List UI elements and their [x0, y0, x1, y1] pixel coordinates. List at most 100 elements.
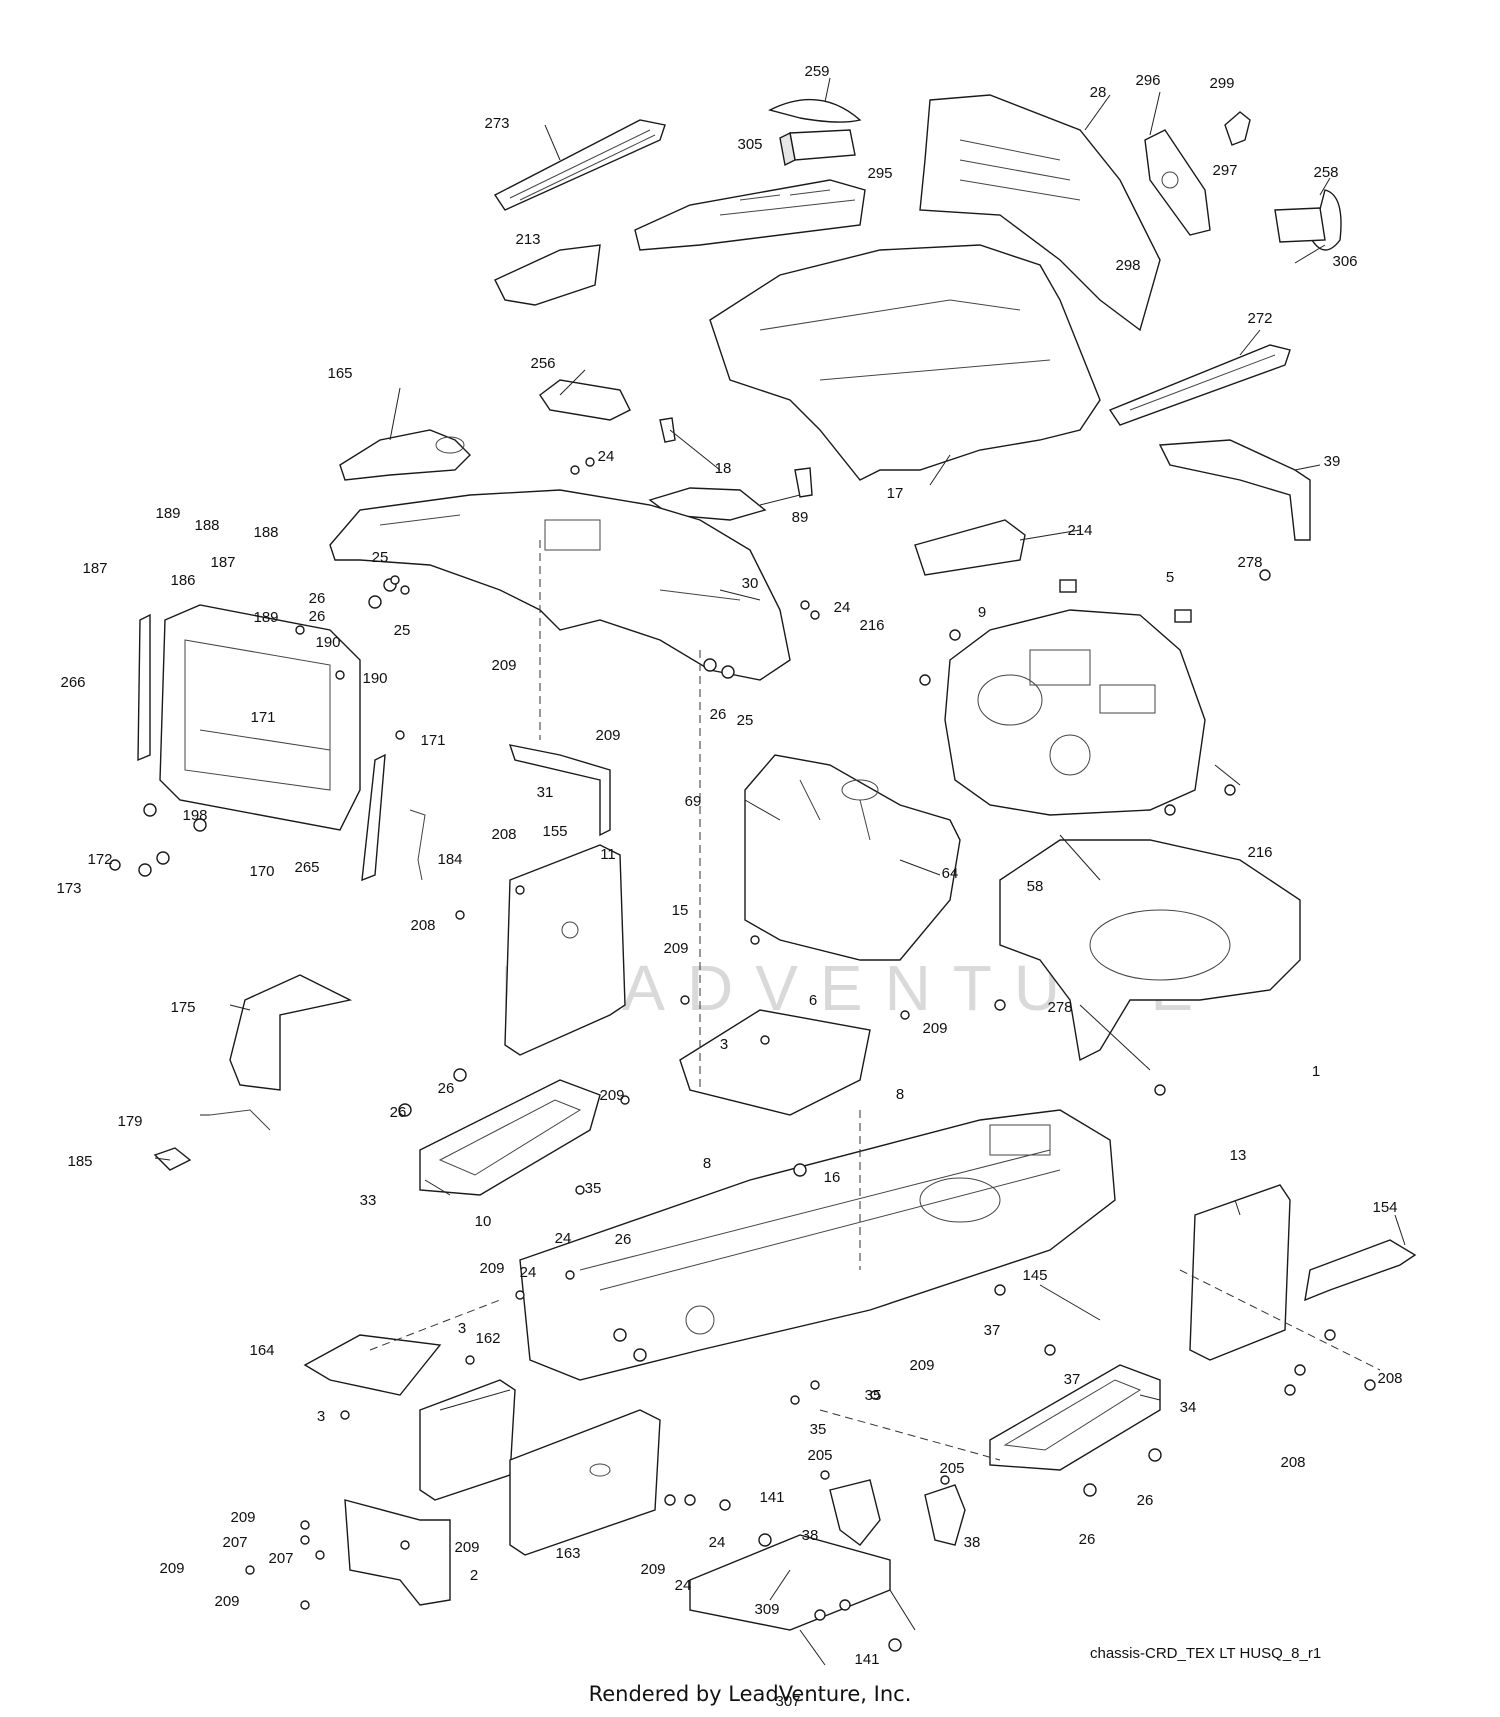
part-callout-69: 69	[685, 793, 702, 810]
part-11-side-panel	[504, 844, 626, 1056]
part-callout-145: 145	[1022, 1267, 1047, 1284]
part-callout-297: 297	[1212, 162, 1237, 179]
part-callout-278a: 278	[1237, 554, 1262, 571]
part-callout-216b: 216	[1247, 844, 1272, 861]
part-callout-187b: 187	[210, 554, 235, 571]
part-callout-278b: 278	[1047, 999, 1072, 1016]
part-175-chute	[229, 974, 353, 1091]
part-256-cover	[539, 379, 631, 421]
part-callout-209j: 209	[640, 1561, 665, 1578]
part-callout-216a: 216	[859, 617, 884, 634]
part-callout-15: 15	[672, 902, 689, 919]
part-callout-207b: 207	[268, 1550, 293, 1567]
part-185-pedal	[153, 1147, 192, 1171]
part-265-strip	[361, 753, 386, 882]
part-33-footrest	[419, 1079, 601, 1196]
part-callout-64: 64	[942, 865, 959, 882]
part-272-step-plate	[1108, 344, 1291, 426]
part-callout-33: 33	[360, 1192, 377, 1209]
part-30-fender	[329, 489, 791, 681]
part-callout-162: 162	[475, 1330, 500, 1347]
part-305-block	[779, 129, 856, 167]
part-callout-172: 172	[87, 851, 112, 868]
part-callout-173: 173	[56, 880, 81, 897]
part-callout-208a: 208	[491, 826, 516, 843]
part-callout-24e: 24	[709, 1534, 726, 1551]
part-callout-9: 9	[978, 604, 986, 621]
part-callout-26g: 26	[1137, 1492, 1154, 1509]
part-callout-154: 154	[1372, 1199, 1397, 1216]
part-callout-295: 295	[867, 165, 892, 182]
part-callout-3a: 3	[720, 1036, 728, 1053]
part-callout-299: 299	[1209, 75, 1234, 92]
part-callout-307: 307	[775, 1693, 800, 1710]
part-callout-179: 179	[117, 1113, 142, 1130]
part-callout-25a: 25	[372, 549, 389, 566]
assembly-line	[819, 1409, 1001, 1461]
part-214-panel	[914, 519, 1026, 576]
part-callout-16: 16	[824, 1169, 841, 1186]
part-callout-38a: 38	[802, 1527, 819, 1544]
part-callout-6: 6	[809, 992, 817, 1009]
part-273-step-plate	[493, 119, 666, 211]
part-170-seat-pan	[159, 604, 361, 831]
part-callout-209c: 209	[663, 940, 688, 957]
part-64-shield	[744, 754, 961, 961]
part-callout-26c: 26	[710, 706, 727, 723]
part-callout-164: 164	[249, 1342, 274, 1359]
part-callout-35a: 35	[585, 1180, 602, 1197]
part-296-headlight-left	[1144, 129, 1211, 236]
part-callout-170: 170	[249, 863, 274, 880]
part-callout-26d: 26	[438, 1080, 455, 1097]
part-callout-209l: 209	[214, 1593, 239, 1610]
assembly-line	[369, 1299, 501, 1351]
part-callout-17: 17	[887, 485, 904, 502]
part-callout-8b: 8	[703, 1155, 711, 1172]
part-callout-209a: 209	[491, 657, 516, 674]
diagram-id-label: chassis-CRD_TEX LT HUSQ_8_r1	[1090, 1645, 1322, 1662]
part-callout-89: 89	[792, 509, 809, 526]
part-callout-207a: 207	[222, 1534, 247, 1551]
part-callout-35c: 35	[865, 1387, 882, 1404]
part-callout-184: 184	[437, 851, 462, 868]
part-162-panel	[419, 1379, 516, 1501]
part-callout-214: 214	[1067, 522, 1092, 539]
leader-lines	[154, 77, 1406, 1666]
part-callout-186: 186	[170, 572, 195, 589]
part-callout-190a: 190	[315, 634, 340, 651]
part-callout-209i: 209	[454, 1539, 479, 1556]
part-28-grille	[919, 94, 1161, 332]
part-184-spring	[409, 809, 426, 881]
part-259-lens	[768, 98, 862, 123]
part-callout-305: 305	[737, 136, 762, 153]
part-callout-37b: 37	[1064, 1371, 1081, 1388]
part-165-cup-holder	[339, 429, 471, 481]
part-5-clips	[1059, 579, 1192, 623]
part-callout-26e: 26	[390, 1104, 407, 1121]
part-34-footrest	[989, 1364, 1161, 1471]
part-callout-209g: 209	[909, 1357, 934, 1374]
part-callout-266: 266	[60, 674, 85, 691]
part-38-brackets	[829, 1479, 966, 1546]
part-callout-272: 272	[1247, 310, 1272, 327]
part-58-dash-support	[999, 839, 1301, 1062]
part-163-panel	[509, 1409, 661, 1556]
part-306-block	[1274, 207, 1326, 243]
part-callout-28: 28	[1090, 84, 1107, 101]
part-callout-256: 256	[530, 355, 555, 372]
part-9-dash	[944, 609, 1206, 816]
part-callout-10: 10	[475, 1213, 492, 1230]
part-299-bulb	[1224, 111, 1251, 146]
part-callout-198: 198	[182, 807, 207, 824]
part-callout-38b: 38	[964, 1534, 981, 1551]
part-callout-18: 18	[715, 460, 732, 477]
part-callout-258: 258	[1313, 164, 1338, 181]
part-callout-298: 298	[1115, 257, 1140, 274]
part-callout-205b: 205	[939, 1460, 964, 1477]
part-6-plate	[679, 1009, 871, 1116]
part-callout-3b: 3	[458, 1320, 466, 1337]
hardware	[109, 457, 1376, 1652]
part-179-lever	[209, 1109, 271, 1131]
part-154-bracket	[1304, 1239, 1417, 1302]
